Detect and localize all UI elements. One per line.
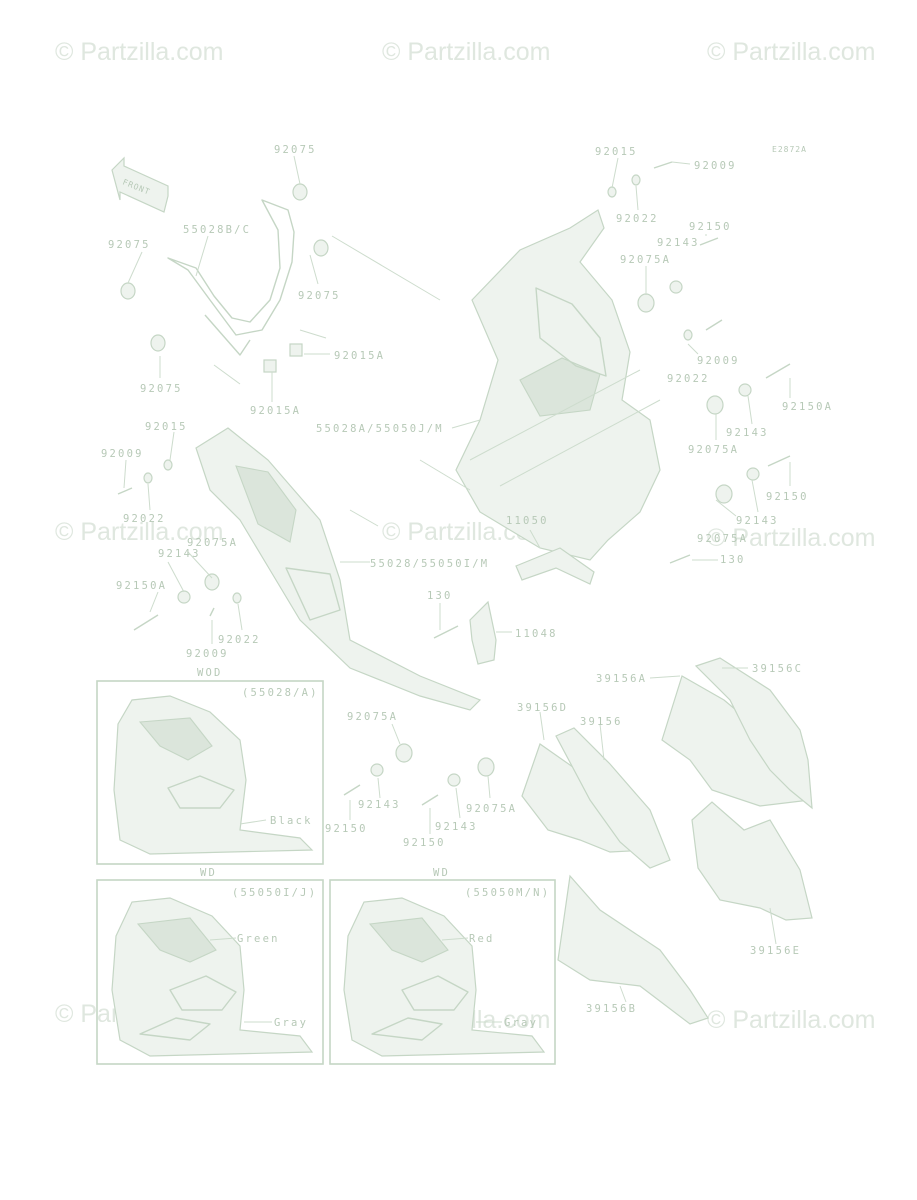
part-label: 39156D — [517, 702, 568, 714]
part-label: 92075 — [108, 239, 151, 251]
part-label: 92150A — [782, 401, 833, 413]
inner-upper-cover — [167, 199, 327, 385]
part-label: 130 — [427, 590, 453, 602]
part-label: 92075 — [140, 383, 183, 395]
part-label: 55028/55050I/M — [370, 558, 489, 570]
part-label: 55028A/55050J/M — [316, 423, 444, 435]
part-label: 92075A — [187, 537, 238, 549]
part-label: 92143 — [435, 821, 478, 833]
main-fairing-55028a — [419, 209, 661, 561]
part-label: 11050 — [506, 515, 549, 527]
part-label: 92009 — [101, 448, 144, 460]
part-label: 11048 — [515, 628, 558, 640]
part-label: 92075A — [620, 254, 671, 266]
screws — [117, 161, 791, 806]
inset-code: (55028/A) — [242, 687, 319, 699]
part-label: 92075 — [274, 144, 317, 156]
watermark: © Partzilla.com — [55, 38, 223, 66]
part-label: 92150A — [116, 580, 167, 592]
inset-tag: WOD — [197, 667, 223, 679]
part-label: 92022 — [123, 513, 166, 525]
part-label: 92022 — [218, 634, 261, 646]
part-label: 92143 — [358, 799, 401, 811]
side-fairing-55028 — [195, 427, 482, 711]
part-label: 92022 — [667, 373, 710, 385]
color-label: Gray — [504, 1017, 538, 1029]
watermark: © Partzilla.com — [707, 38, 875, 66]
part-label: 92143 — [726, 427, 769, 439]
pad-39156 — [555, 727, 671, 869]
part-label: 130 — [720, 554, 746, 566]
part-label: 92150 — [325, 823, 368, 835]
part-label: 92143 — [657, 237, 700, 249]
color-label: Green — [237, 933, 280, 945]
grommets — [120, 174, 760, 787]
part-label: 92009 — [694, 160, 737, 172]
pad-39156b — [557, 874, 709, 1025]
part-label: 39156A — [596, 673, 647, 685]
inset-code: (55050M/N) — [465, 887, 550, 899]
part-label: 92009 — [697, 355, 740, 367]
pads-39156 — [521, 657, 813, 1025]
part-label: 92075A — [347, 711, 398, 723]
inset-tag: WD — [200, 867, 217, 879]
color-label: Black — [270, 815, 313, 827]
part-label: 92075A — [688, 444, 739, 456]
inset-code: (55050I/J) — [232, 887, 317, 899]
part-label: 39156E — [750, 945, 801, 957]
part-label: 92075A — [697, 533, 748, 545]
watermark: © Partzilla.com — [707, 1006, 875, 1034]
part-label: 92015 — [595, 146, 638, 158]
part-label: 92143 — [736, 515, 779, 527]
pad-39156c — [694, 657, 813, 810]
part-label: 39156C — [752, 663, 803, 675]
front-arrow-icon: FRONT — [111, 156, 169, 213]
color-label: Gray — [274, 1017, 308, 1029]
part-label: 92015 — [145, 421, 188, 433]
diagram-code: E2872A — [772, 145, 807, 154]
inset-tag: WD — [433, 867, 450, 879]
part-label: 92009 — [186, 648, 229, 660]
bracket-11050 — [515, 547, 595, 585]
watermark: © Partzilla.com — [707, 524, 875, 552]
leader-lines — [123, 155, 791, 1003]
pad-39156e — [691, 801, 813, 921]
part-label: 39156B — [586, 1003, 637, 1015]
part-label: 92150 — [766, 491, 809, 503]
part-label: 92075A — [466, 803, 517, 815]
inset-wd-55050ij: WD (55050I/J) Green Gray — [96, 867, 324, 1065]
part-label: 92150 — [689, 221, 732, 233]
part-label: 92150 — [403, 837, 446, 849]
part-label: 39156 — [580, 716, 623, 728]
color-label: Red — [469, 933, 495, 945]
part-label: 55028B/C — [183, 224, 251, 236]
watermark: © Partzilla.com — [382, 38, 550, 66]
part-label: 92143 — [158, 548, 201, 560]
part-label: 92022 — [616, 213, 659, 225]
inset-wod-55028a: WOD (55028/A) Black — [96, 667, 324, 865]
bracket-11048 — [469, 600, 497, 665]
part-label: 92075 — [298, 290, 341, 302]
watermark: © Partzilla.com — [55, 518, 223, 546]
part-label: 92015A — [250, 405, 301, 417]
part-labels: 92075 92015 92009 55028B/C 92022 92150 9… — [101, 144, 833, 1015]
inset-wd-55050mn: WD (55050M/N) Red Gray — [329, 867, 556, 1065]
part-label: 92015A — [334, 350, 385, 362]
